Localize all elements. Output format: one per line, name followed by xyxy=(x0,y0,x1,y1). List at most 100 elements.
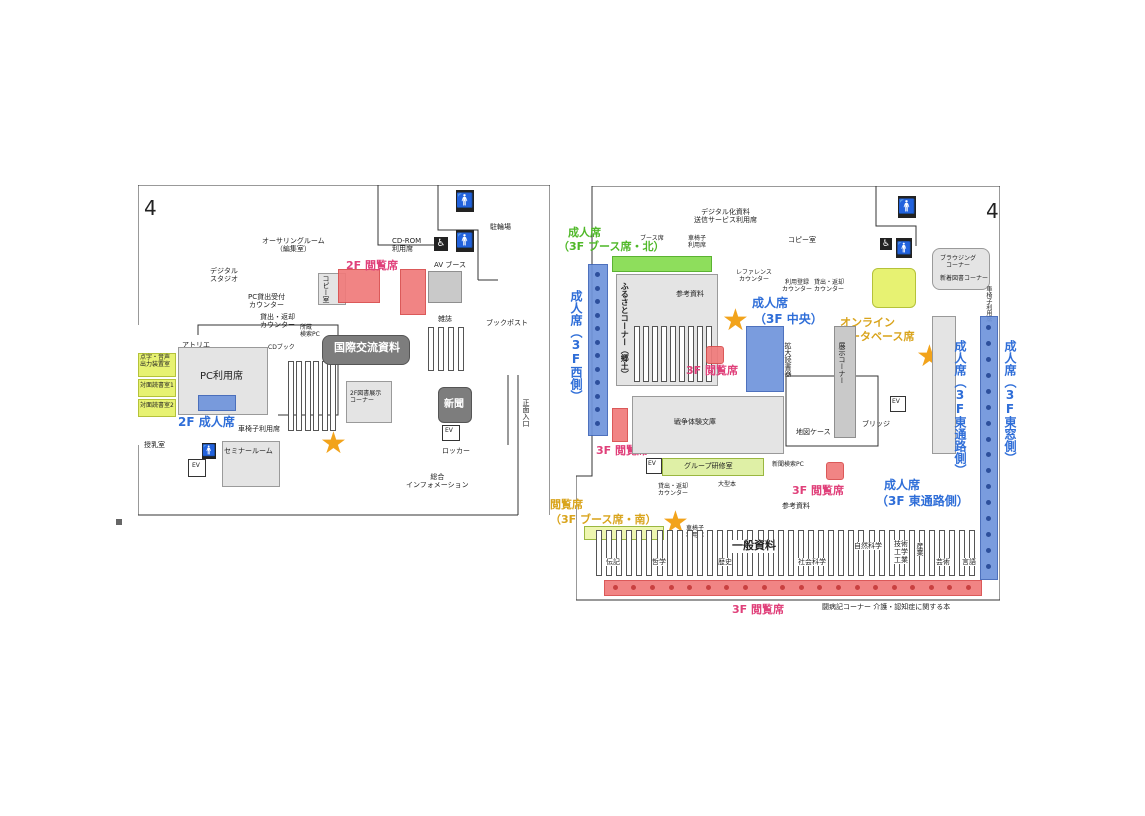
shelf-group xyxy=(288,361,336,431)
reading-bottom-label: 3F 閲覧席 xyxy=(732,603,784,616)
legend-marker xyxy=(116,519,122,525)
wheelchair-seat-s-label: 車椅子 利用席 xyxy=(686,525,705,539)
reading-room-1-label: 対面読書室1 xyxy=(140,382,174,389)
reading-seat-zone xyxy=(400,269,426,315)
reading-seat-label-1: 3F 閲覧席 xyxy=(686,364,738,377)
lend-counter-s-label: 貸出・返却 カウンター xyxy=(658,483,689,497)
toilet-icon: 🚹 xyxy=(456,230,474,252)
elevator-2 xyxy=(442,425,460,441)
exhibit-2f xyxy=(346,381,392,423)
ref-material-s-label: 参考資料 xyxy=(782,502,810,510)
nursing-room-label: 授乳室 xyxy=(144,441,165,449)
booth-seat-zone-south xyxy=(584,526,664,540)
booth-south-label-1: 閲覧席 xyxy=(550,498,583,511)
adult-seat-zone-east-window xyxy=(980,316,998,580)
floor-number: 4 xyxy=(144,196,157,220)
adult-east-window-label: 成人席（3F東窓側） xyxy=(1003,340,1017,464)
reference-counter-label: レファレンス カウンター xyxy=(736,269,772,283)
adult-east-aisle-label: 成人席（3F東通路側） xyxy=(953,340,967,476)
braille-room xyxy=(138,353,176,377)
booth-seat-label: ブース席 xyxy=(640,235,664,242)
adult-seat-zone-west xyxy=(588,264,608,436)
group-room-label: グループ研修室 xyxy=(684,462,733,470)
map-case-label: 地図ケース xyxy=(796,428,831,436)
wheelchair-seat-label: 車椅子利用席 xyxy=(238,425,280,433)
adult-west-label: 成人席（3F西側） xyxy=(569,290,583,402)
newspaper-zone xyxy=(438,387,472,423)
intl-materials-zone xyxy=(322,335,410,365)
bio-label: 伝記 xyxy=(606,558,620,567)
reading-room-2-label: 対面読書室2 xyxy=(140,402,174,409)
reading-seat-zone xyxy=(826,462,844,480)
history-label: 歴史 xyxy=(718,558,732,567)
cd-book-label: CDブック xyxy=(268,344,295,351)
toilet-icon: 🚹 xyxy=(896,238,912,258)
floor-3-outline xyxy=(576,186,1000,601)
adult-seat-zone-center xyxy=(746,326,784,392)
parking-label: 駐輪場 xyxy=(490,223,511,231)
language-label: 言語 xyxy=(962,558,976,567)
arts-label: 芸術 xyxy=(936,558,950,567)
bridge-label: ブリッジ xyxy=(862,420,890,428)
reading-seat-zone xyxy=(706,346,724,364)
pc-area-label: PC利用席 xyxy=(200,371,244,382)
ev-3f xyxy=(646,458,662,474)
booth-south-label-2: （3F ブース席・南） xyxy=(550,513,657,526)
vip-corner-label: 闘病記コーナー 介護・認知症に関する本 xyxy=(822,603,951,611)
natural-label: 自然科学 xyxy=(854,542,882,551)
new-books-label: 新着図書コーナー xyxy=(940,275,989,282)
digital-studio-label: デジタル スタジオ xyxy=(210,267,238,284)
ev-3f-2 xyxy=(890,396,906,412)
newspaper-pc-label: 新聞検索PC xyxy=(772,461,804,468)
lend-counter-label: 貸出・返却 カウンター xyxy=(814,279,845,293)
braille-room-label: 点字・音声 出力装置室 xyxy=(140,354,171,368)
reading-seat-label: 2F 閲覧席 xyxy=(346,259,398,272)
toilet-icon: 🚹 xyxy=(898,196,916,218)
database-seat-zone xyxy=(872,268,916,308)
online-label-2: データベース席 xyxy=(838,330,915,343)
wheelchair-icon: ♿ xyxy=(880,238,892,250)
wheelchair-seat-e-label: 車椅子利用席 xyxy=(984,286,992,322)
cdrom-label: CD-ROM 利用席 xyxy=(392,237,422,254)
adult-east-window-seats xyxy=(983,320,993,574)
atrium-label: アトリエ xyxy=(182,341,210,349)
current-location-star: ★ xyxy=(320,426,347,461)
copy-room-label: コピー室 xyxy=(788,236,816,244)
av-booth xyxy=(428,271,462,303)
seminar-room-label: セミナールーム xyxy=(224,447,273,455)
exhibit-label: 展示コーナー xyxy=(838,342,847,384)
authoring-room-label: オーサリングルーム （編集室） xyxy=(262,237,325,254)
floor-2-map: 4 🚹 🚹 ♿ 駐輪場 オーサリングルーム （編集室） デジタル スタジオ コピ… xyxy=(138,185,550,525)
seminar-room xyxy=(222,441,280,487)
tech-label: 技術 工学 工業 xyxy=(894,540,908,565)
general-label: 一般資料 xyxy=(732,539,776,553)
reading-room-2 xyxy=(138,399,176,417)
reading-room-1 xyxy=(138,379,176,397)
current-location-star: ★ xyxy=(722,303,749,338)
industry-label: 産業 xyxy=(916,542,925,556)
adult-west-seats xyxy=(591,268,603,430)
reading-seat-zone xyxy=(612,408,628,442)
adult-booth-north-label-2: （3F ブース席・北） xyxy=(558,240,665,253)
browsing-label: ブラウジング コーナー xyxy=(940,255,977,269)
magazine-label: 雑誌 xyxy=(438,315,452,323)
copy-room-label: コピー室 xyxy=(322,275,331,303)
booth-seat-zone-north xyxy=(612,256,712,272)
bottom-reading-seats xyxy=(606,582,978,592)
locker-label: ロッカー xyxy=(442,447,470,455)
exhibit-zone xyxy=(834,326,856,438)
wheelchair-icon: ♿ xyxy=(434,237,448,251)
adult-center-label-1: 成人席 xyxy=(752,296,789,310)
av-booth-label: AV ブース xyxy=(434,261,467,269)
reading-seat-label-3: 3F 閲覧席 xyxy=(792,484,844,497)
social-label: 社会科学 xyxy=(798,558,826,567)
digital-service-label: デジタル化資料 送信サービス利用席 xyxy=(694,208,757,225)
info-label: 総合 インフォメーション xyxy=(406,473,469,490)
book-post-label: ブックポスト xyxy=(486,319,528,327)
adult-booth-north-label-1: 成人席 xyxy=(568,226,601,239)
ref-material-label: 参考資料 xyxy=(676,290,704,298)
large-print-label: 大型本 xyxy=(718,481,737,488)
floor-number: 4 xyxy=(986,199,999,223)
main-entrance-label: 正面入口 xyxy=(522,399,531,427)
ev-3f-2-label: EV xyxy=(892,398,900,405)
